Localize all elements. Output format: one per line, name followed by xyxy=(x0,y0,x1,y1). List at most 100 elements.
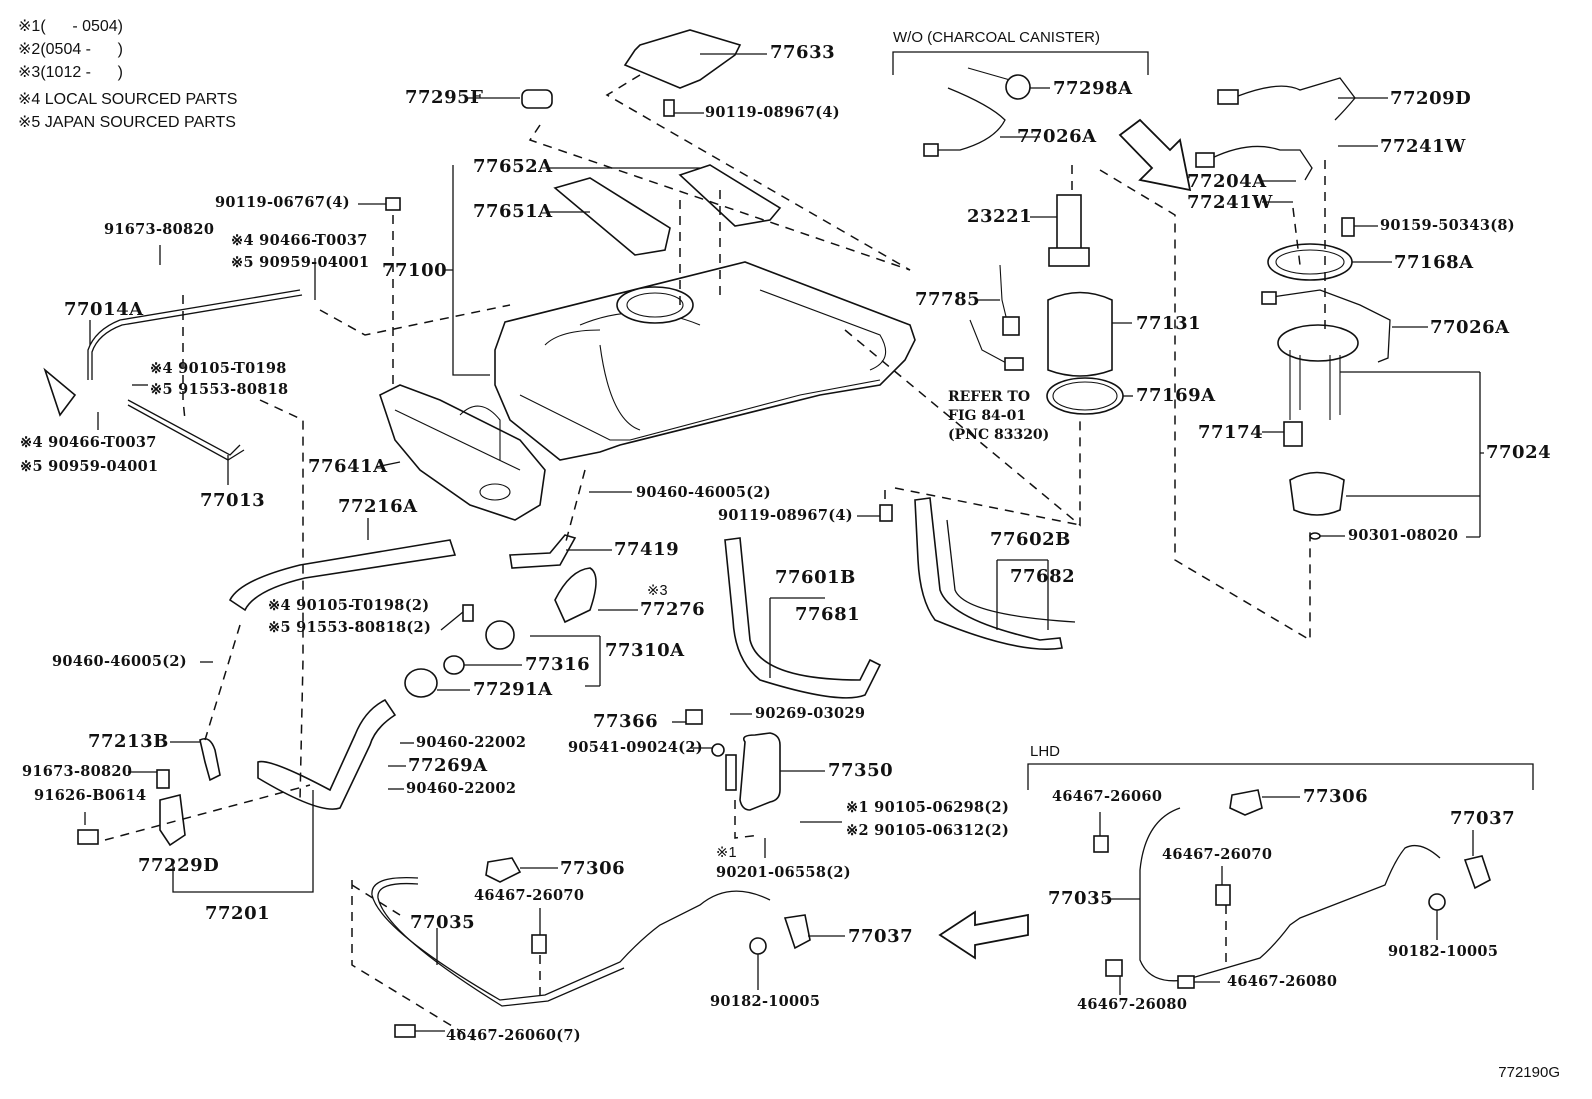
part-label[interactable]: 77168A xyxy=(1394,252,1474,273)
part-label[interactable]: 77295F xyxy=(405,87,484,108)
wire-77204A xyxy=(1211,145,1313,181)
part-label[interactable]: 90119-06767(4) xyxy=(215,194,350,211)
part-label[interactable]: 77037 xyxy=(1450,808,1516,829)
part-label[interactable]: 91673-80820 xyxy=(22,763,133,780)
alignment-dashes xyxy=(104,74,1326,1041)
part-label[interactable]: 90201-06558(2) xyxy=(716,864,851,881)
part-label[interactable]: 77209D xyxy=(1390,88,1472,109)
pipe-77201 xyxy=(257,698,397,810)
part-label[interactable]: 77785 xyxy=(915,289,981,310)
part-label[interactable]: 77213B xyxy=(88,731,169,752)
part-label[interactable]: 77602B xyxy=(990,529,1071,550)
fuel-lid-77350 xyxy=(739,732,781,811)
part-label[interactable]: ※5 91553-80818 xyxy=(150,381,289,398)
part-label[interactable]: 90119-08967(4) xyxy=(718,507,853,524)
part-label[interactable]: ※4 90105-T0198 xyxy=(150,360,287,377)
part-label[interactable]: 77229D xyxy=(138,855,220,876)
hose-77298A xyxy=(967,67,1011,81)
part-label[interactable]: 77169A xyxy=(1136,385,1216,406)
part-label[interactable]: 77024 xyxy=(1486,442,1552,463)
lever-77037-main xyxy=(783,914,811,950)
part-label[interactable]: 23221 xyxy=(967,206,1033,227)
part-label[interactable]: 77651A xyxy=(473,201,553,222)
part-label[interactable]: 90182-10005 xyxy=(710,993,821,1010)
protector-77633 xyxy=(623,29,742,89)
part-label[interactable]: 46467-26080 xyxy=(1227,973,1338,990)
wire-77209D xyxy=(1237,77,1356,121)
part-label[interactable]: 77216A xyxy=(338,496,418,517)
part-label[interactable]: 77174 xyxy=(1198,422,1264,443)
part-label[interactable]: 77681 xyxy=(795,604,861,625)
part-label[interactable]: 46467-26060(7) xyxy=(446,1027,581,1044)
part-label[interactable]: 77316 xyxy=(525,654,591,675)
wire-77785 xyxy=(999,264,1009,326)
part-label[interactable]: 90269-03029 xyxy=(755,705,866,722)
nut-90182-lhd xyxy=(1428,893,1446,911)
part-label[interactable]: 77419 xyxy=(614,539,680,560)
part-label[interactable]: 91626-B0614 xyxy=(34,787,147,804)
pad-77652A xyxy=(678,164,782,227)
part-label[interactable]: 77306 xyxy=(560,858,626,879)
part-label[interactable]: 77641A xyxy=(308,456,388,477)
part-label[interactable]: ※5 91553-80818(2) xyxy=(268,619,432,636)
part-label[interactable]: 77241W xyxy=(1380,136,1466,157)
part-label[interactable]: 77035 xyxy=(410,912,476,933)
clamp-46467-26070-lhd xyxy=(1215,884,1231,906)
part-label[interactable]: 77100 xyxy=(382,260,448,281)
part-label[interactable]: ※1 90105-06298(2) xyxy=(846,799,1010,816)
part-label[interactable]: 77026A xyxy=(1430,317,1510,338)
part-label[interactable]: 77276 xyxy=(640,599,706,620)
part-label[interactable]: 77269A xyxy=(408,755,488,776)
part-label[interactable]: 77131 xyxy=(1136,313,1202,334)
part-label[interactable]: 77350 xyxy=(828,760,894,781)
part-label[interactable]: 46467-26080 xyxy=(1077,996,1188,1013)
sender-77024-top xyxy=(1277,324,1359,362)
part-label[interactable]: 77310A xyxy=(605,640,685,661)
part-label[interactable]: ※5 90959-04001 xyxy=(231,254,370,271)
figure-id: 772190G xyxy=(1498,1064,1560,1081)
part-label[interactable]: 46467-26070 xyxy=(474,887,585,904)
part-label[interactable]: ※2 90105-06312(2) xyxy=(846,822,1010,839)
part-label[interactable]: ※4 90105-T0198(2) xyxy=(268,597,430,614)
ring-77168A xyxy=(1267,243,1353,281)
bracket-charcoal-group xyxy=(892,51,1149,75)
part-label[interactable]: 77601B xyxy=(775,567,856,588)
nut-90182-main xyxy=(749,937,767,955)
reference-note: REFER TO FIG 84-01 (PNC 83320) xyxy=(948,389,1050,443)
part-label[interactable]: 90182-10005 xyxy=(1388,943,1499,960)
part-label[interactable]: 90460-46005(2) xyxy=(636,484,771,501)
part-label[interactable]: 77204A xyxy=(1187,171,1267,192)
part-label[interactable]: 77013 xyxy=(200,490,266,511)
hose-77276 xyxy=(554,567,597,624)
part-label[interactable]: 77291A xyxy=(473,679,553,700)
part-label[interactable]: 46467-26070 xyxy=(1162,846,1273,863)
part-label[interactable]: 77298A xyxy=(1053,78,1133,99)
part-label[interactable]: ※4 90466-T0037 xyxy=(20,434,157,451)
part-label[interactable]: 90460-22002 xyxy=(416,734,527,751)
part-label[interactable]: 77014A xyxy=(64,299,144,320)
leader-lines xyxy=(84,53,1474,1032)
part-label[interactable]: 77037 xyxy=(848,926,914,947)
part-label[interactable]: 77306 xyxy=(1303,786,1369,807)
part-label[interactable]: ※4 90466-T0037 xyxy=(231,232,368,249)
part-label[interactable]: 77201 xyxy=(205,903,271,924)
part-label[interactable]: 90119-08967(4) xyxy=(705,104,840,121)
part-label[interactable]: 90301-08020 xyxy=(1348,527,1459,544)
part-label[interactable]: 90460-22002 xyxy=(406,780,517,797)
bracket-77131 xyxy=(1047,291,1113,377)
part-label[interactable]: 90159-50343(8) xyxy=(1380,217,1515,234)
part-label[interactable]: 90460-46005(2) xyxy=(52,653,187,670)
clip-77306-main xyxy=(485,857,522,883)
part-label[interactable]: 77241W xyxy=(1187,192,1273,213)
part-label[interactable]: 77652A xyxy=(473,156,553,177)
part-label[interactable]: 77633 xyxy=(770,42,836,63)
part-label[interactable]: 77026A xyxy=(1017,126,1097,147)
part-label[interactable]: 90541-09024(2) xyxy=(568,739,703,756)
part-label[interactable]: ※5 90959-04001 xyxy=(20,458,159,475)
lever-77037-lhd xyxy=(1463,855,1491,890)
part-label[interactable]: 77366 xyxy=(593,711,659,732)
part-label[interactable]: 91673-80820 xyxy=(104,221,215,238)
part-label[interactable]: 77682 xyxy=(1010,566,1076,587)
part-label[interactable]: 77035 xyxy=(1048,888,1114,909)
part-label[interactable]: 46467-26060 xyxy=(1052,788,1163,805)
